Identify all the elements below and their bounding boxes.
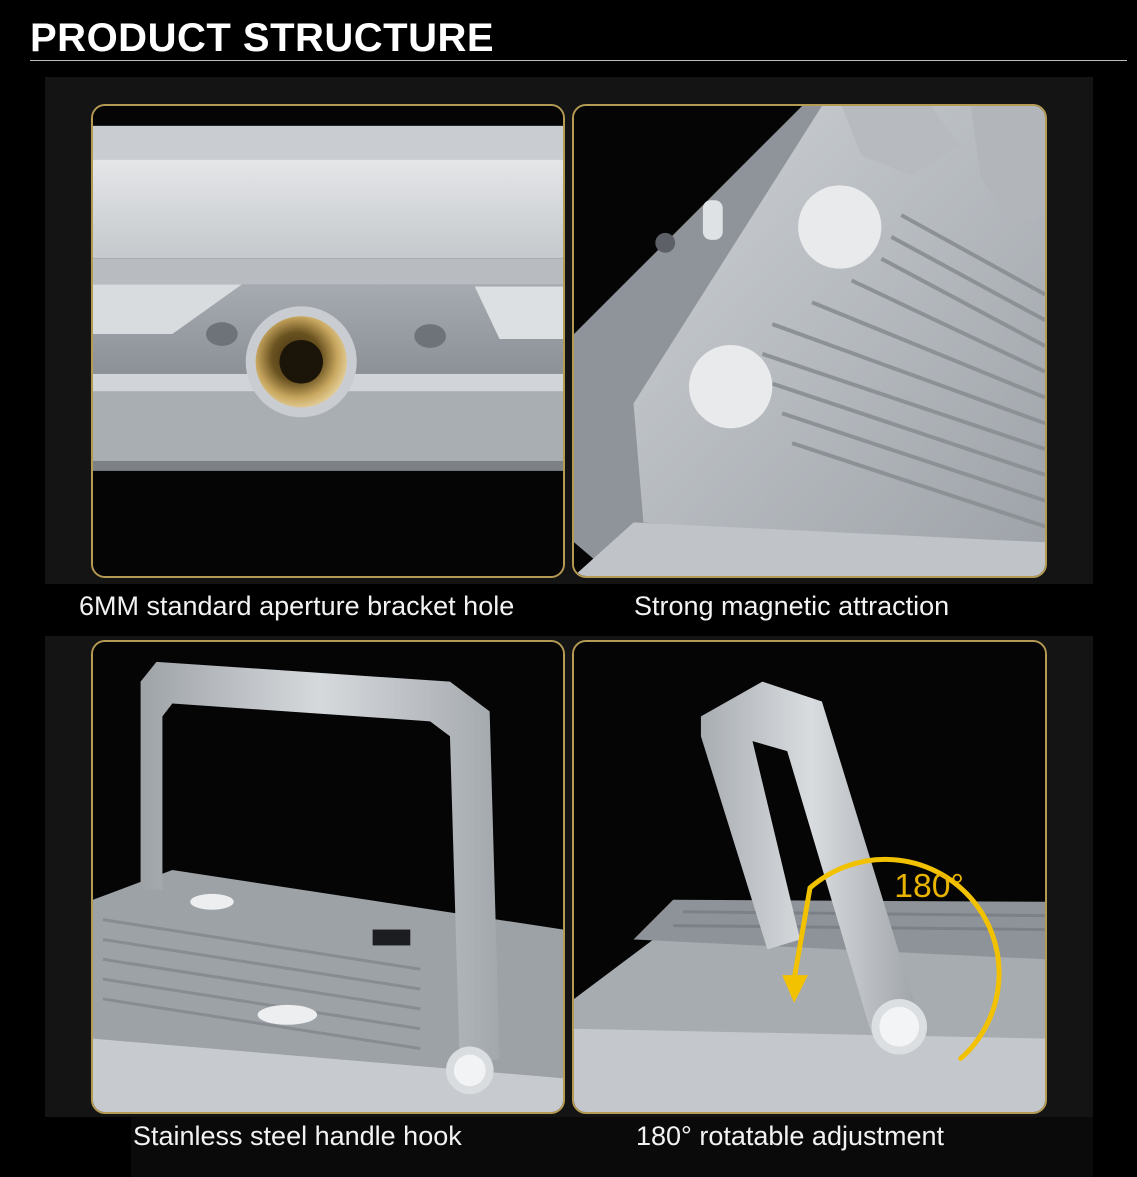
magnetic-attraction-image <box>574 106 1045 576</box>
panel-handle-hook <box>91 640 565 1114</box>
handle-hook-image <box>93 642 563 1112</box>
panel-magnetic-attraction <box>572 104 1047 578</box>
title-divider <box>30 60 1127 61</box>
caption-handle-hook: Stainless steel handle hook <box>133 1121 462 1151</box>
caption-rotatable-adjustment: 180° rotatable adjustment <box>636 1121 944 1151</box>
rotation-angle-label: 180° <box>894 867 964 905</box>
bracket-hole-image <box>93 106 563 576</box>
caption-bracket-hole: 6MM standard aperture bracket hole <box>79 591 515 621</box>
panel-bracket-hole <box>91 104 565 578</box>
backdrop-strip <box>131 1117 1093 1177</box>
page-title: PRODUCT STRUCTURE <box>30 16 495 60</box>
caption-magnetic-attraction: Strong magnetic attraction <box>634 591 950 621</box>
panel-rotatable-adjustment: 180° <box>572 640 1047 1114</box>
rotatable-adjustment-image: 180° <box>574 642 1045 1112</box>
